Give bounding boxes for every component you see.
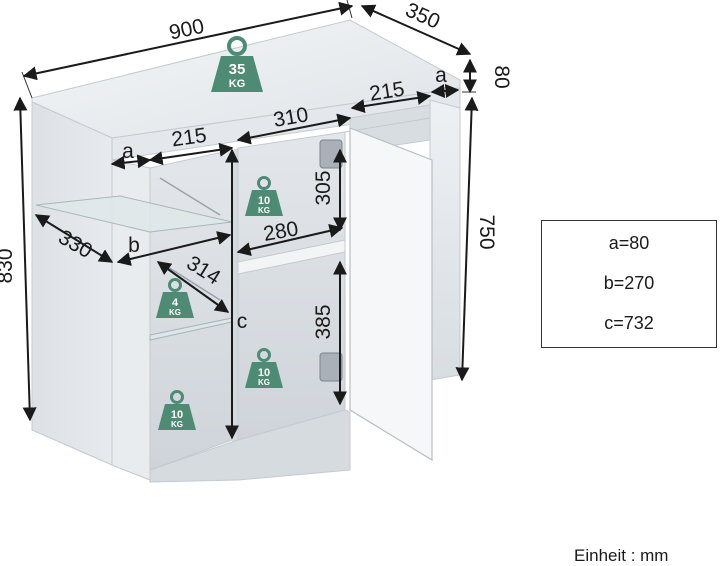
svg-text:KG: KG bbox=[258, 378, 270, 387]
legend-a: a=80 bbox=[608, 233, 650, 253]
kettlebell-weight-icon bbox=[158, 404, 196, 430]
svg-text:KG: KG bbox=[229, 78, 246, 90]
dimension-lines bbox=[13, 0, 479, 440]
door-height-label: 750 bbox=[475, 214, 498, 249]
svg-text:10: 10 bbox=[258, 195, 270, 207]
kettlebell-handle-icon bbox=[257, 176, 271, 190]
legend-c: c=732 bbox=[604, 313, 654, 333]
hinge-lower bbox=[319, 352, 343, 382]
kettlebell-handle-icon bbox=[170, 390, 184, 404]
door-height-dim-line bbox=[455, 96, 479, 382]
svg-text:KG: KG bbox=[169, 308, 181, 317]
kettlebell-weight-icon bbox=[245, 190, 283, 216]
unit-label: Einheit : mm bbox=[574, 546, 669, 565]
upper-height-label: 305 bbox=[312, 170, 335, 205]
compartment-right-label: 215 bbox=[368, 77, 406, 105]
center-310-dim-line bbox=[236, 113, 352, 145]
height-dim-line bbox=[13, 96, 37, 422]
compartment-left-label: 215 bbox=[170, 124, 208, 152]
svg-text:4: 4 bbox=[172, 297, 179, 309]
svg-text:KG: KG bbox=[258, 206, 270, 215]
a-left-dim-line bbox=[110, 154, 152, 170]
b-dim-line bbox=[116, 231, 232, 266]
kettlebell-weight-icon bbox=[156, 292, 194, 318]
cabinet-door bbox=[349, 127, 433, 462]
depth-dim-line bbox=[360, 4, 472, 56]
kettlebell-handle-icon bbox=[257, 348, 271, 362]
kettlebell-weight-icon bbox=[245, 362, 283, 388]
glass-shelf-rod-1 bbox=[159, 177, 221, 216]
left-215-dim-line bbox=[148, 142, 234, 166]
weight-badge-glass-shelf: 4 KG bbox=[156, 278, 194, 318]
svg-text:10: 10 bbox=[258, 367, 270, 379]
a-right-dim-line bbox=[430, 83, 460, 99]
weight-badge-center-bottom: 10 KG bbox=[245, 348, 283, 388]
svg-text:35: 35 bbox=[229, 61, 246, 78]
right-215-dim-line bbox=[350, 90, 432, 114]
dimension-texts: 900 350 80 830 750 a 215 310 215 a 330 b… bbox=[0, 0, 513, 340]
svg-text:KG: KG bbox=[171, 420, 183, 429]
weight-badge-top: 35 KG bbox=[211, 36, 263, 92]
kettlebell-handle-icon bbox=[227, 36, 247, 56]
a-left-label: a bbox=[122, 140, 134, 163]
kettlebell-handle-icon bbox=[168, 278, 182, 292]
lower-height-label: 385 bbox=[312, 304, 335, 339]
shelf-depth-dim-line bbox=[34, 214, 114, 263]
svg-text:10: 10 bbox=[171, 409, 183, 421]
hinge-upper bbox=[319, 139, 343, 169]
top-thickness-label: 80 bbox=[490, 65, 513, 88]
kettlebell-weight-icon bbox=[211, 56, 263, 92]
width-dim-line bbox=[22, 1, 354, 81]
legend-box: a=80 b=270 c=732 bbox=[541, 220, 717, 348]
weight-badge-upper-shelf: 10 KG bbox=[245, 176, 283, 216]
diagonal-314-dim-line bbox=[156, 261, 230, 313]
weight-badge-left-bottom: 10 KG bbox=[158, 390, 196, 430]
depth-label: 350 bbox=[402, 0, 443, 34]
cabinet-plinth bbox=[149, 409, 351, 483]
shelf-280-dim-line bbox=[236, 224, 344, 256]
b-label: b bbox=[128, 234, 140, 257]
c-label: c bbox=[237, 310, 248, 333]
height-label: 830 bbox=[0, 248, 17, 283]
width-label: 900 bbox=[167, 15, 206, 45]
a-right-label: a bbox=[435, 64, 447, 87]
legend-b: b=270 bbox=[603, 273, 655, 293]
